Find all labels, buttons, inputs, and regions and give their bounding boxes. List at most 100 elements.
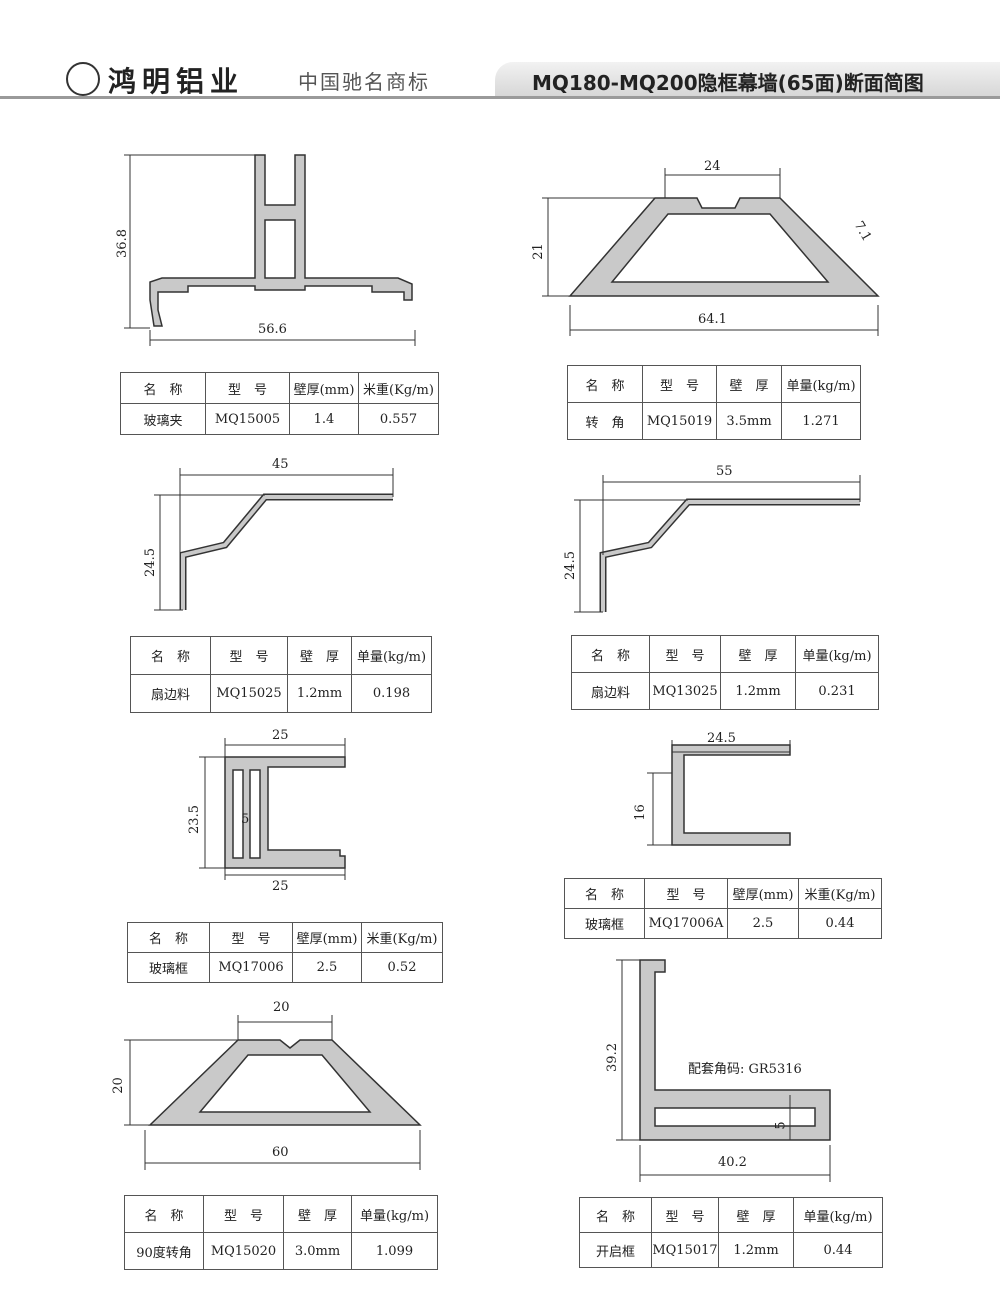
dim-top-width: 25 bbox=[272, 728, 289, 743]
table-header-cell: 米重(Kg/m) bbox=[358, 372, 439, 404]
table-header-cell: 名 称 bbox=[579, 1197, 652, 1233]
dim-height: 24.5 bbox=[562, 551, 578, 580]
table-cell: 90度转角 bbox=[124, 1232, 204, 1270]
table-cell: 3.0mm bbox=[283, 1232, 352, 1270]
table-cell: MQ17006A bbox=[644, 908, 728, 939]
profile-open-frame bbox=[639, 959, 831, 1141]
table-cell: MQ15025 bbox=[210, 674, 288, 713]
table-cell: 0.557 bbox=[358, 403, 439, 435]
dim-top-width: 20 bbox=[273, 1000, 290, 1015]
table-cell: 2.5 bbox=[292, 952, 362, 983]
dim-width: 55 bbox=[716, 464, 733, 479]
table-cell: MQ15005 bbox=[205, 403, 290, 435]
table-header-cell: 名 称 bbox=[120, 372, 206, 404]
profile-glass-frame-a bbox=[671, 744, 791, 846]
dim-height: 20 bbox=[110, 1077, 126, 1094]
table-header-cell: 壁 厚 bbox=[287, 636, 352, 675]
table-cell: 2.5 bbox=[727, 908, 799, 939]
table-header-row: 名 称型 号壁厚(mm)米重(Kg/m) bbox=[120, 372, 439, 404]
table-cell: 玻璃框 bbox=[564, 908, 645, 939]
dim-width: 56.6 bbox=[258, 322, 287, 337]
table-cell: MQ15020 bbox=[203, 1232, 284, 1270]
table-header-cell: 壁 厚 bbox=[716, 365, 782, 403]
table-header-cell: 名 称 bbox=[130, 636, 211, 675]
table-cell: 扇边料 bbox=[130, 674, 211, 713]
dim-width: 40.2 bbox=[718, 1155, 747, 1170]
dim-width: 60 bbox=[272, 1145, 289, 1160]
table-cell: 玻璃框 bbox=[127, 952, 210, 983]
table-cell: 0.198 bbox=[351, 674, 432, 713]
table-header-cell: 名 称 bbox=[571, 635, 650, 673]
brand-name: 鸿明铝业 bbox=[108, 65, 245, 98]
table-header-cell: 名 称 bbox=[567, 365, 643, 403]
brand-logo-icon bbox=[66, 62, 100, 96]
table-cell: 0.231 bbox=[795, 672, 879, 710]
profile-sash-edge-1 bbox=[181, 495, 393, 610]
table-header-cell: 米重(Kg/m) bbox=[361, 922, 443, 953]
table-cell: 1.2mm bbox=[720, 672, 796, 710]
header-divider bbox=[0, 96, 1000, 99]
accessory-note: 配套角码: GR5316 bbox=[688, 1062, 802, 1077]
table-header-cell: 壁 厚 bbox=[283, 1195, 352, 1233]
dim-bottom-width: 25 bbox=[272, 879, 289, 894]
table-header-cell: 米重(Kg/m) bbox=[798, 878, 882, 909]
table-cell: 3.5mm bbox=[716, 402, 782, 440]
table-header-cell: 型 号 bbox=[644, 878, 728, 909]
dim-height: 23.5 bbox=[186, 805, 202, 834]
table-header-cell: 壁厚(mm) bbox=[289, 372, 359, 404]
table-cell: 1.2mm bbox=[287, 674, 352, 713]
table-header-cell: 型 号 bbox=[642, 365, 717, 403]
dim-width: 24.5 bbox=[707, 731, 736, 746]
table-header-cell: 型 号 bbox=[209, 922, 293, 953]
table-cell: 1.4 bbox=[289, 403, 359, 435]
table-header-cell: 壁 厚 bbox=[718, 1197, 794, 1233]
table-header-cell: 名 称 bbox=[127, 922, 210, 953]
dim-width: 45 bbox=[272, 457, 289, 472]
table-header-cell: 单量(kg/m) bbox=[793, 1197, 883, 1233]
table-header-cell: 型 号 bbox=[651, 1197, 719, 1233]
dim-lip: 5 bbox=[773, 1121, 789, 1130]
dim-height: 24.5 bbox=[142, 548, 158, 577]
table-cell: 0.44 bbox=[798, 908, 882, 939]
table-header-cell: 单量(kg/m) bbox=[795, 635, 879, 673]
slogan: 中国驰名商标 bbox=[298, 70, 430, 94]
table-cell: MQ17006 bbox=[209, 952, 293, 983]
table-header-cell: 壁厚(mm) bbox=[292, 922, 362, 953]
dim-height: 39.2 bbox=[604, 1043, 620, 1072]
dim-width: 64.1 bbox=[698, 312, 727, 327]
table-cell: 0.44 bbox=[793, 1232, 883, 1268]
dim-top-width: 24 bbox=[704, 159, 721, 174]
dim-height: 16 bbox=[632, 804, 648, 821]
table-header-cell: 名 称 bbox=[564, 878, 645, 909]
table-header-cell: 型 号 bbox=[210, 636, 288, 675]
table-header-row: 名 称型 号壁厚(mm)米重(Kg/m) bbox=[127, 922, 443, 953]
dim-inner: 5 bbox=[241, 812, 250, 827]
dim-height: 21 bbox=[530, 243, 546, 260]
table-header-cell: 型 号 bbox=[649, 635, 721, 673]
table-cell: 0.52 bbox=[361, 952, 443, 983]
table-cell: 1.2mm bbox=[718, 1232, 794, 1268]
table-header-cell: 单量(kg/m) bbox=[351, 636, 432, 675]
table-header-cell: 单量(kg/m) bbox=[781, 365, 861, 403]
page-title: MQ180-MQ200隐框幕墙(65面)断面简图 bbox=[532, 71, 924, 95]
table-header-row: 名 称型 号壁 厚单量(kg/m) bbox=[571, 635, 879, 673]
table-header-cell: 型 号 bbox=[203, 1195, 284, 1233]
table-header-cell: 壁厚(mm) bbox=[727, 878, 799, 909]
table-cell: 1.271 bbox=[781, 402, 861, 440]
table-header-cell: 名 称 bbox=[124, 1195, 204, 1233]
